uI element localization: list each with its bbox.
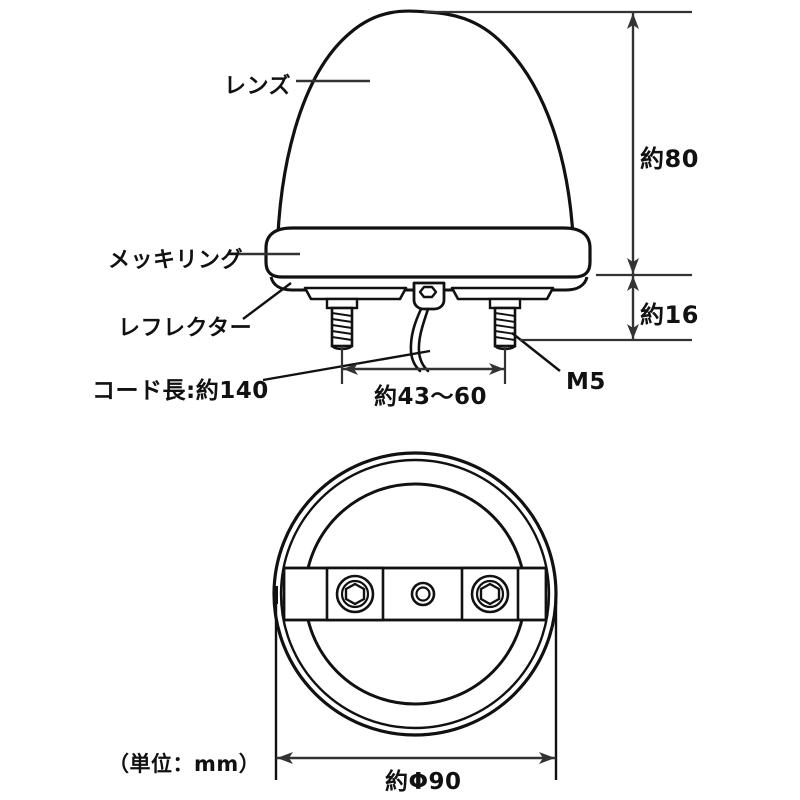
dimension-label-height-80: 約80 [640,145,699,173]
label-bolt-thread-m5: M5 [566,369,606,395]
diameter-dimension-group [274,592,558,780]
base-plate-left [303,286,408,301]
label-reflector: レフレクター [118,316,253,341]
dimension-line-diameter [276,752,556,764]
leader-m5 [511,332,561,372]
center-hole [410,581,436,607]
vertical-dimension-group [424,10,692,342]
label-lens: レンズ [224,74,292,99]
center-bracket-hex-hole [418,285,438,299]
dimension-label-bolt-pitch: 約43〜60 [374,384,488,410]
dimension-label-diameter: 約Φ90 [385,769,462,795]
bolt-pitch-dimension-group [340,346,507,384]
base-plate-right [450,286,555,301]
dimension-label-height-16: 約16 [640,301,699,329]
label-chrome-ring: メッキリング [108,248,244,273]
bolt-head-left [335,574,375,614]
mounting-stud-left [325,297,359,351]
mounting-stud-right [488,297,522,351]
leader-reflector [242,282,292,320]
unit-note: （単位：mm） [108,752,261,776]
dimension-line-height-16 [627,275,639,340]
dimension-line-height-80 [627,12,639,275]
leader-cord-length [262,349,431,382]
dimension-line-bolt-pitch [342,363,505,375]
bottom-plan-view [272,451,558,737]
side-elevation-view [228,9,592,382]
chrome-ring-body [264,226,592,279]
power-cord-wire-b [417,307,430,373]
power-cord-wire-a [409,307,423,373]
label-cord-length: コード長:約140 [92,378,269,404]
bolt-head-right [470,574,510,614]
